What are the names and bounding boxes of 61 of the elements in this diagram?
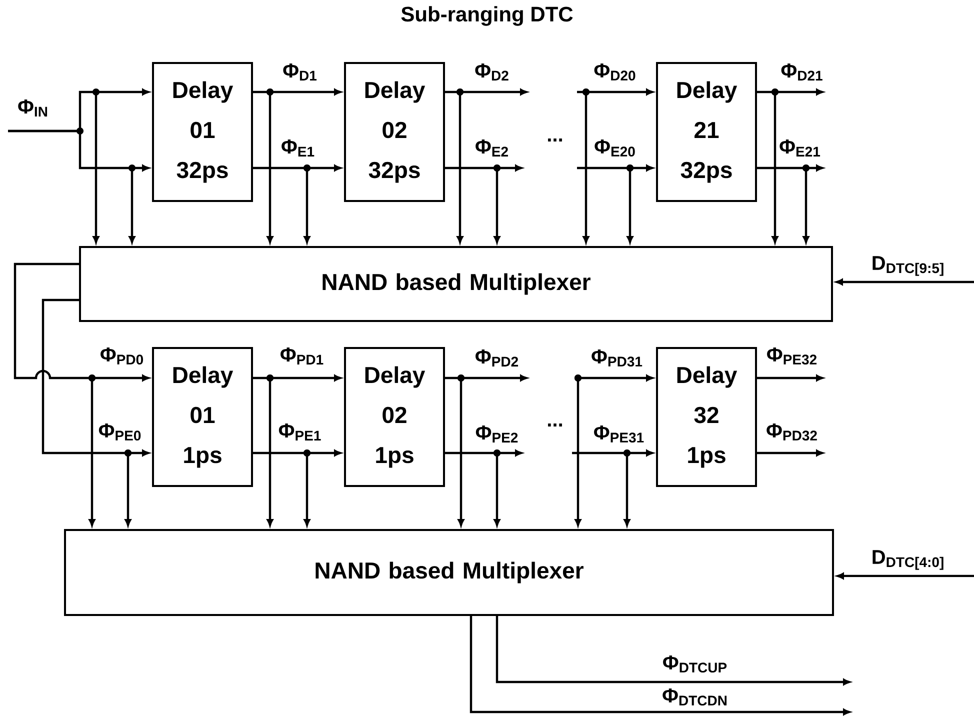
arrow [8, 130, 150, 172]
edge-label: D$_{DTC[9:5]}$ [870, 256, 946, 276]
edge-label: Φ$_{E1}$ [280, 139, 316, 157]
delay-box: Delay 02 32ps [344, 62, 445, 202]
arrow [772, 88, 778, 244]
arrow [757, 374, 824, 382]
edge-label: Φ$_{DTCDN}$ [662, 688, 728, 706]
arrow [266, 88, 274, 244]
arrow [88, 374, 96, 526]
edge-label: Φ$_{D20}$ [593, 62, 637, 82]
arrow [458, 374, 464, 526]
edge-label: Φ$_{PE32}$ [766, 346, 818, 366]
edge-label: Φ$_{PD0}$ [99, 346, 145, 366]
delay-box: Delay 32 1ps [656, 347, 757, 487]
edge-label: Φ$_{E2}$ [474, 139, 510, 157]
arrow [626, 164, 634, 244]
arrow [757, 450, 824, 456]
arrow [802, 164, 810, 244]
arrow [266, 374, 274, 526]
arrow [836, 278, 974, 286]
arrow [836, 572, 974, 580]
delay-box: Delay 21 32ps [656, 62, 757, 202]
edge-label: Φ$_{PE1}$ [278, 423, 322, 441]
arrow [494, 164, 500, 244]
delay-box: Delay 01 1ps [152, 347, 253, 487]
edge-label: Φ$_{E20}$ [594, 138, 636, 158]
arrow [92, 88, 100, 244]
arrow [494, 450, 500, 526]
arrow [582, 88, 590, 244]
arrow [304, 164, 310, 244]
arrow [128, 164, 136, 244]
edge-label: Φ$_{PD1}$ [279, 347, 325, 365]
edge-label: Φ$_{PD2}$ [474, 349, 520, 367]
edge-label: Φ$_{PD32}$ [766, 422, 818, 442]
arrow [470, 616, 850, 716]
ellipsis-text: ... [548, 424, 562, 426]
arrow [456, 88, 464, 244]
arrow [14, 262, 150, 382]
edge-label: Φ$_{D2}$ [474, 63, 510, 81]
arrow [496, 616, 850, 686]
arrow [624, 450, 630, 526]
edge-label: Φ$_{E21}$ [778, 139, 822, 157]
arrow [304, 450, 310, 526]
arrow [42, 298, 150, 456]
delay-box: Delay 02 1ps [344, 347, 445, 487]
multiplexer-box: NAND based Multiplexer [79, 246, 833, 322]
edge-label: Φ$_{PE2}$ [474, 425, 520, 443]
edge-label: Φ$_{PD31}$ [590, 348, 644, 368]
delay-box: Delay 01 32ps [152, 62, 253, 202]
arrow [124, 450, 132, 526]
edge-label: D$_{DTC[4:0]}$ [870, 550, 946, 570]
edge-label: Φ$_{PE0}$ [98, 422, 142, 442]
edge-label: Φ$_{PE31}$ [592, 424, 646, 444]
edge-label: Φ$_{D21}$ [780, 63, 824, 81]
edge-label: Φ$_{IN}$ [17, 99, 49, 117]
edge-label: Φ$_{DTCUP}$ [662, 654, 728, 674]
arrow [574, 374, 582, 526]
edge-label: Φ$_{D1}$ [282, 63, 318, 81]
ellipsis-text: ... [548, 138, 562, 142]
title: Sub-ranging DTC [401, 6, 573, 26]
multiplexer-box: NAND based Multiplexer [64, 529, 834, 616]
